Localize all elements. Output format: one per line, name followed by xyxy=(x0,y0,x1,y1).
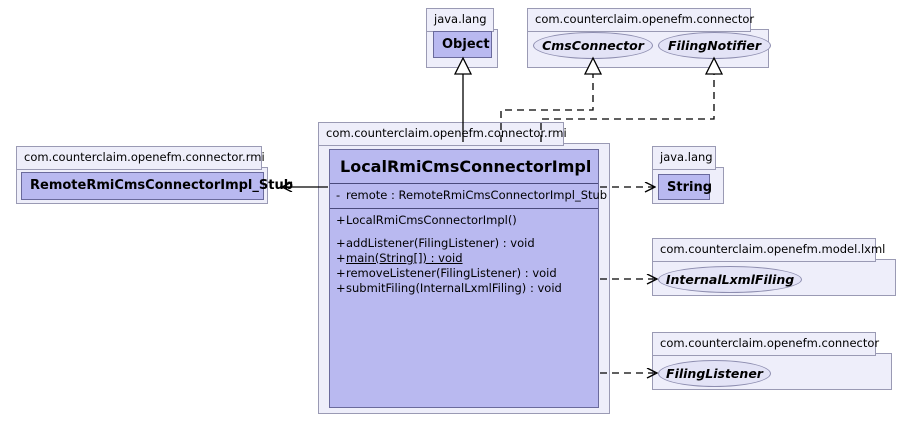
visibility-marker: + xyxy=(336,213,346,227)
class-remotermicmsconnectorimpl-stub[interactable]: RemoteRmiCmsConnectorImpl_Stub xyxy=(21,172,294,200)
visibility-marker: + xyxy=(336,236,346,250)
package-label: com.counterclaim.openefm.model.lxml xyxy=(652,238,885,262)
attribute-signature: remote : RemoteRmiCmsConnectorImpl_Stub xyxy=(346,188,608,202)
class-name: RemoteRmiCmsConnectorImpl_Stub xyxy=(30,178,294,193)
visibility-marker: + xyxy=(336,251,346,265)
constructor-signature: LocalRmiCmsConnectorImpl() xyxy=(346,213,517,227)
class-divider-attributes xyxy=(330,183,598,184)
package-label: java.lang xyxy=(426,8,494,32)
class-name: String xyxy=(667,180,713,195)
method-signature: addListener(FilingListener) : void xyxy=(346,236,535,250)
package-label: com.counterclaim.openefm.connector.rmi xyxy=(318,122,567,146)
class-method: +removeListener(FilingListener) : void xyxy=(336,266,592,281)
interface-filinglistener[interactable]: FilingListener xyxy=(658,360,771,387)
operations-spacer xyxy=(336,228,592,236)
interface-internallxmlfiling[interactable]: InternalLxmlFiling xyxy=(658,266,802,293)
package-label: java.lang xyxy=(652,146,716,170)
class-operations: +LocalRmiCmsConnectorImpl() +addListener… xyxy=(330,209,598,301)
class-constructor: +LocalRmiCmsConnectorImpl() xyxy=(336,213,592,228)
class-method-static: +main(String[]) : void xyxy=(336,251,592,266)
class-attribute: -remote : RemoteRmiCmsConnectorImpl_Stub xyxy=(336,188,607,203)
interface-cmsconnector[interactable]: CmsConnector xyxy=(533,32,653,59)
class-name: LocalRmiCmsConnectorImpl xyxy=(340,157,592,176)
interface-name: FilingListener xyxy=(666,366,763,381)
visibility-marker: + xyxy=(336,281,346,295)
visibility-marker: - xyxy=(336,188,341,202)
class-object[interactable]: Object xyxy=(433,31,492,58)
class-name: Object xyxy=(442,37,490,52)
interface-name: CmsConnector xyxy=(542,38,644,53)
class-method: +addListener(FilingListener) : void xyxy=(336,236,592,251)
interface-name: FilingNotifier xyxy=(667,38,762,53)
method-signature: removeListener(FilingListener) : void xyxy=(346,266,557,280)
class-string[interactable]: String xyxy=(658,174,713,200)
class-method: +submitFiling(InternalLxmlFiling) : void xyxy=(336,281,592,296)
package-label: com.counterclaim.openefm.connector.rmi xyxy=(16,146,265,170)
interface-filingnotifier[interactable]: FilingNotifier xyxy=(658,32,771,59)
interface-name: InternalLxmlFiling xyxy=(665,272,795,287)
class-divider-operations xyxy=(330,208,598,209)
package-label: com.counterclaim.openefm.connector xyxy=(527,8,754,32)
package-label: com.counterclaim.openefm.connector xyxy=(652,332,879,356)
visibility-marker: + xyxy=(336,266,346,280)
class-attributes: -remote : RemoteRmiCmsConnectorImpl_Stub xyxy=(330,184,607,208)
class-localrmicmsconnectorimpl[interactable]: LocalRmiCmsConnectorImpl -remote : Remot… xyxy=(329,149,607,408)
method-signature: submitFiling(InternalLxmlFiling) : void xyxy=(346,281,562,295)
method-signature: main(String[]) : void xyxy=(346,251,463,265)
